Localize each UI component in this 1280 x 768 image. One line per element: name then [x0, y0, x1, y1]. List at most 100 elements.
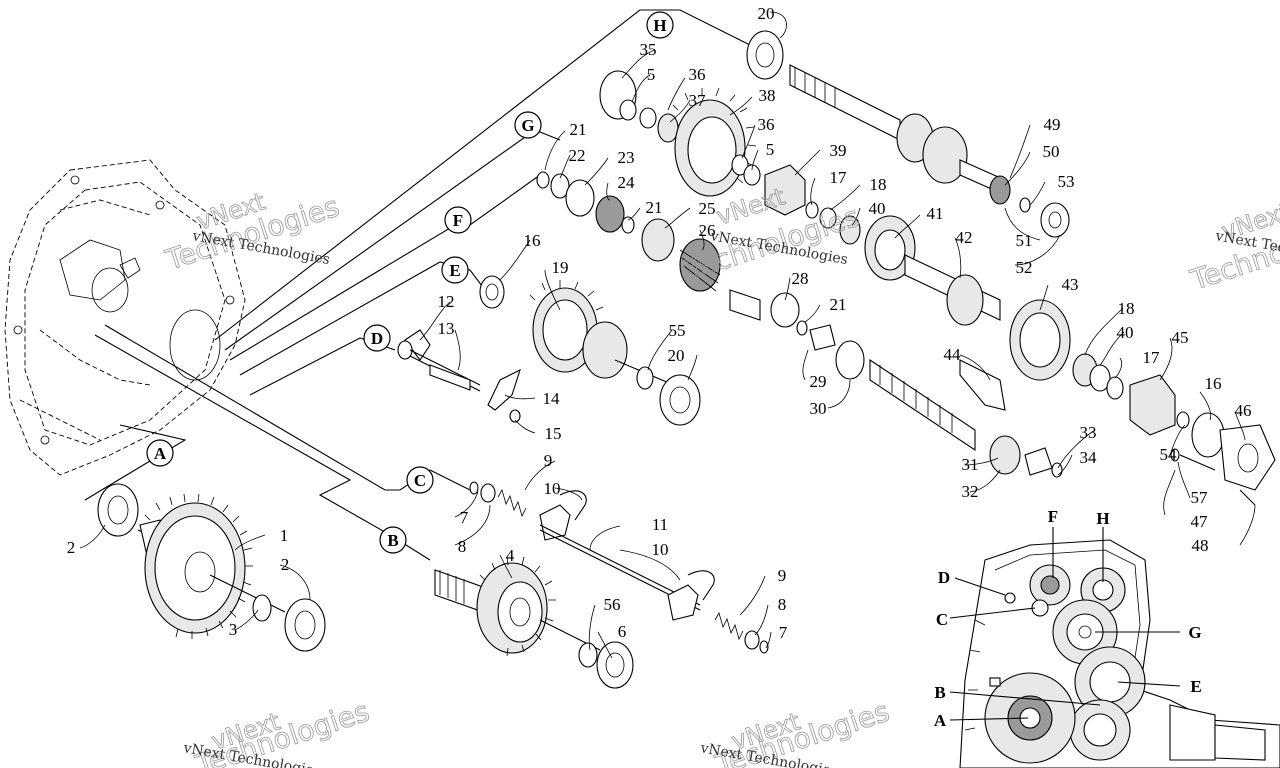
part-label: 1 — [280, 526, 289, 545]
callout-circle-e — [441, 256, 469, 284]
part-label: 32 — [962, 482, 979, 501]
inset-letter-labels: F H D C G E B A — [934, 507, 1202, 730]
part-label: 12 — [438, 292, 455, 311]
callout-letter-b: B — [387, 531, 398, 550]
part-label: 36 — [758, 115, 775, 134]
part-label: 31 — [962, 455, 979, 474]
part-label: 26 — [699, 221, 716, 240]
inset-letter-h: H — [1096, 509, 1109, 528]
part-label: 7 — [779, 623, 788, 642]
part-label: 5 — [766, 140, 775, 159]
part-number-labels: 1 2 2 3 4 5 5 6 7 7 8 8 9 9 10 10 11 12 … — [67, 4, 1252, 642]
assembled-inset-view — [949, 527, 1280, 768]
part-label: 50 — [1043, 142, 1060, 161]
shaft-g-assembly — [599, 70, 1276, 506]
part-label: 46 — [1235, 401, 1252, 420]
shaft-b-assembly — [434, 556, 634, 689]
part-label: 21 — [830, 295, 847, 314]
part-label: 6 — [618, 622, 627, 641]
part-label: 40 — [869, 199, 886, 218]
inset-letter-b: B — [934, 683, 945, 702]
inset-letter-f: F — [1048, 507, 1058, 526]
shaft-h-assembly — [746, 30, 1070, 238]
inset-letter-e: E — [1190, 677, 1201, 696]
inset-letter-d: D — [938, 568, 950, 587]
callout-circle-a — [146, 439, 174, 467]
part-label: 2 — [67, 538, 76, 557]
part-label: 21 — [646, 198, 663, 217]
shaft-d-assembly — [397, 329, 521, 423]
shaft-c-assembly — [469, 481, 769, 654]
callout-circle-d — [363, 324, 391, 352]
part-label: 36 — [689, 65, 706, 84]
part-label: 20 — [668, 346, 685, 365]
part-label: 4 — [506, 546, 515, 565]
part-label: 9 — [778, 566, 787, 585]
part-label: 52 — [1016, 258, 1033, 277]
part-label: 51 — [1016, 231, 1033, 250]
shaft-a-assembly — [97, 483, 326, 652]
part-label: 54 — [1160, 445, 1178, 464]
part-label: 19 — [552, 258, 569, 277]
part-label: 5 — [647, 65, 656, 84]
part-number-leaders — [79, 11, 1256, 659]
part-label: 18 — [1118, 299, 1135, 318]
part-label: 16 — [524, 231, 541, 250]
part-label: 13 — [438, 319, 455, 338]
part-label: 33 — [1080, 423, 1097, 442]
part-label: 7 — [460, 508, 469, 527]
part-label: 20 — [758, 4, 775, 23]
part-label: 21 — [570, 120, 587, 139]
part-label: 43 — [1062, 275, 1079, 294]
transmission-housing — [4, 159, 246, 476]
callout-letter-h: H — [653, 16, 666, 35]
part-label: 22 — [569, 146, 586, 165]
part-label: 28 — [792, 269, 809, 288]
part-label: 41 — [927, 204, 944, 223]
part-label: 8 — [778, 595, 787, 614]
part-label: 56 — [604, 595, 621, 614]
part-label: 18 — [870, 175, 887, 194]
part-label: 39 — [830, 141, 847, 160]
callout-circle-g — [514, 111, 542, 139]
part-label: 47 — [1191, 512, 1209, 531]
part-label: 35 — [640, 40, 657, 59]
shaft-letter-callouts: H G F E D C B A — [146, 11, 674, 554]
part-label: 29 — [810, 372, 827, 391]
callout-circle-f — [444, 206, 472, 234]
part-label: 25 — [699, 199, 716, 218]
inset-letter-g: G — [1188, 623, 1201, 642]
part-label: 15 — [545, 424, 562, 443]
callout-letter-c: C — [414, 471, 426, 490]
part-label: 3 — [229, 620, 238, 639]
callout-letter-d: D — [371, 329, 383, 348]
shaft-f-assembly — [536, 171, 1063, 478]
part-label: 34 — [1080, 448, 1098, 467]
part-label: 11 — [652, 515, 668, 534]
part-label: 38 — [759, 86, 776, 105]
part-label: 48 — [1192, 536, 1209, 555]
part-label: 37 — [689, 91, 707, 110]
part-label: 17 — [830, 168, 848, 187]
part-label: 23 — [618, 148, 635, 167]
part-label: 10 — [652, 540, 669, 559]
inset-letter-a: A — [934, 711, 947, 730]
part-label: 45 — [1172, 328, 1189, 347]
part-label: 14 — [543, 389, 561, 408]
gear-1-teeth — [144, 493, 253, 639]
part-label: 57 — [1191, 488, 1209, 507]
part-label: 42 — [956, 228, 973, 247]
part-label: 30 — [810, 399, 827, 418]
callout-letter-g: G — [521, 116, 534, 135]
callout-circle-h — [646, 11, 674, 39]
callout-circle-b — [379, 526, 407, 554]
part-label: 8 — [458, 537, 467, 556]
part-label: 9 — [544, 451, 553, 470]
part-label: 24 — [618, 173, 636, 192]
callout-letter-a: A — [154, 444, 167, 463]
part-label: 16 — [1205, 374, 1222, 393]
part-label: 53 — [1058, 172, 1075, 191]
part-label: 40 — [1117, 323, 1134, 342]
part-label: 17 — [1143, 348, 1161, 367]
